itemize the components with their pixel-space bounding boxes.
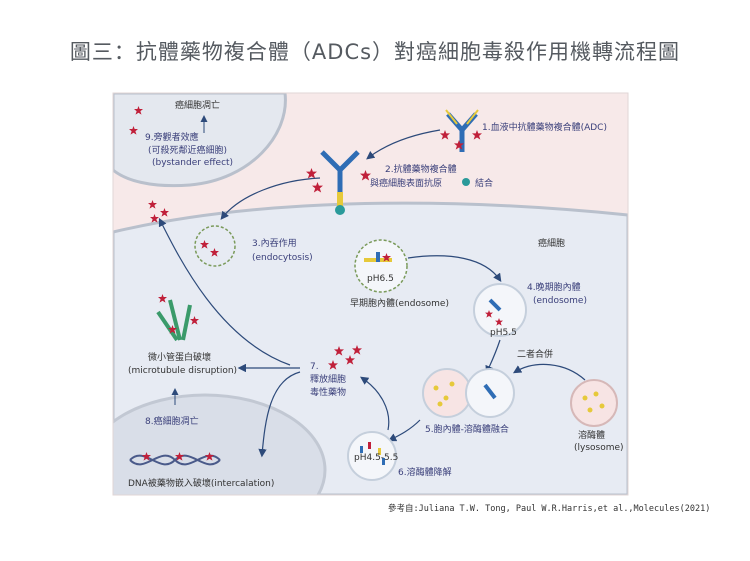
neighbour-cell — [113, 93, 287, 188]
endocytosis-pit — [194, 225, 236, 267]
step3-label-b: (endocytosis) — [252, 253, 313, 263]
bystander-label-3: (bystander effect) — [152, 158, 233, 168]
degrading-lysosome — [347, 431, 397, 481]
step2-label-c: 結合 — [475, 177, 493, 189]
diagram-panel — [113, 93, 628, 495]
ph-lyso-label: pH4.5-5.5 — [354, 453, 398, 463]
lysosome-label-b: (lysosome) — [574, 443, 624, 453]
dna-label: DNA被藥物嵌入破壞(intercalation) — [128, 477, 274, 489]
step3-label-a: 3.內吞作用 — [252, 237, 297, 249]
bystander-label-2: (可殺死鄰近癌細胞) — [148, 144, 227, 156]
merge-label: 二者合併 — [517, 348, 553, 360]
early-endosome-label: 早期胞內體(endosome) — [350, 297, 449, 309]
nucleus — [113, 393, 327, 495]
microtubule-icon — [156, 294, 199, 342]
bystander-label-1: 9.旁觀者效應 — [145, 131, 199, 143]
step2-label-a: 2.抗體藥物複合體 — [385, 163, 457, 175]
microtubule-label-a: 微小管蛋白破壞 — [148, 351, 211, 363]
antibody-icon — [440, 109, 482, 152]
ph-late-label: pH5.5 — [490, 328, 517, 338]
step4-label-a: 4.晚期胞內體 — [527, 281, 581, 293]
reference-note: 參考自:Juliana T.W. Tong, Paul W.R.Harris,e… — [388, 504, 711, 514]
early-endosome — [354, 239, 408, 293]
step7-label-c: 毒性藥物 — [310, 386, 346, 398]
step2-label-b: 與癌細胞表面抗原 — [370, 177, 442, 189]
page-title: 圖三：抗體藥物複合體（ADCs）對癌細胞毒殺作用機轉流程圖 — [69, 40, 681, 64]
dna-helix-icon — [129, 452, 221, 466]
microtubule-label-b: (microtubule disruption) — [128, 366, 237, 376]
cancer-cell-label: 癌細胞 — [538, 237, 565, 249]
step1-label: 1.血液中抗體藥物複合體(ADC) — [482, 121, 607, 133]
step5-label: 5.胞內體-溶酶體融合 — [425, 423, 509, 435]
step7-label-b: 釋放細胞 — [310, 373, 346, 385]
step6-label: 6.溶酶體降解 — [398, 466, 452, 478]
step8-label: 8.癌細胞凋亡 — [145, 415, 199, 427]
step7-label-a: 7. — [310, 362, 319, 372]
antigen-icon — [462, 178, 470, 186]
ph-early-label: pH6.5 — [367, 274, 394, 284]
step4-label-b: (endosome) — [533, 296, 587, 306]
dead-cell-top-label: 癌細胞凋亡 — [175, 99, 220, 111]
lysosome-label-a: 溶酶體 — [578, 429, 605, 441]
bound-antibody-icon — [306, 150, 371, 215]
lysosome — [570, 379, 618, 427]
fusing-lysosome — [422, 368, 472, 418]
